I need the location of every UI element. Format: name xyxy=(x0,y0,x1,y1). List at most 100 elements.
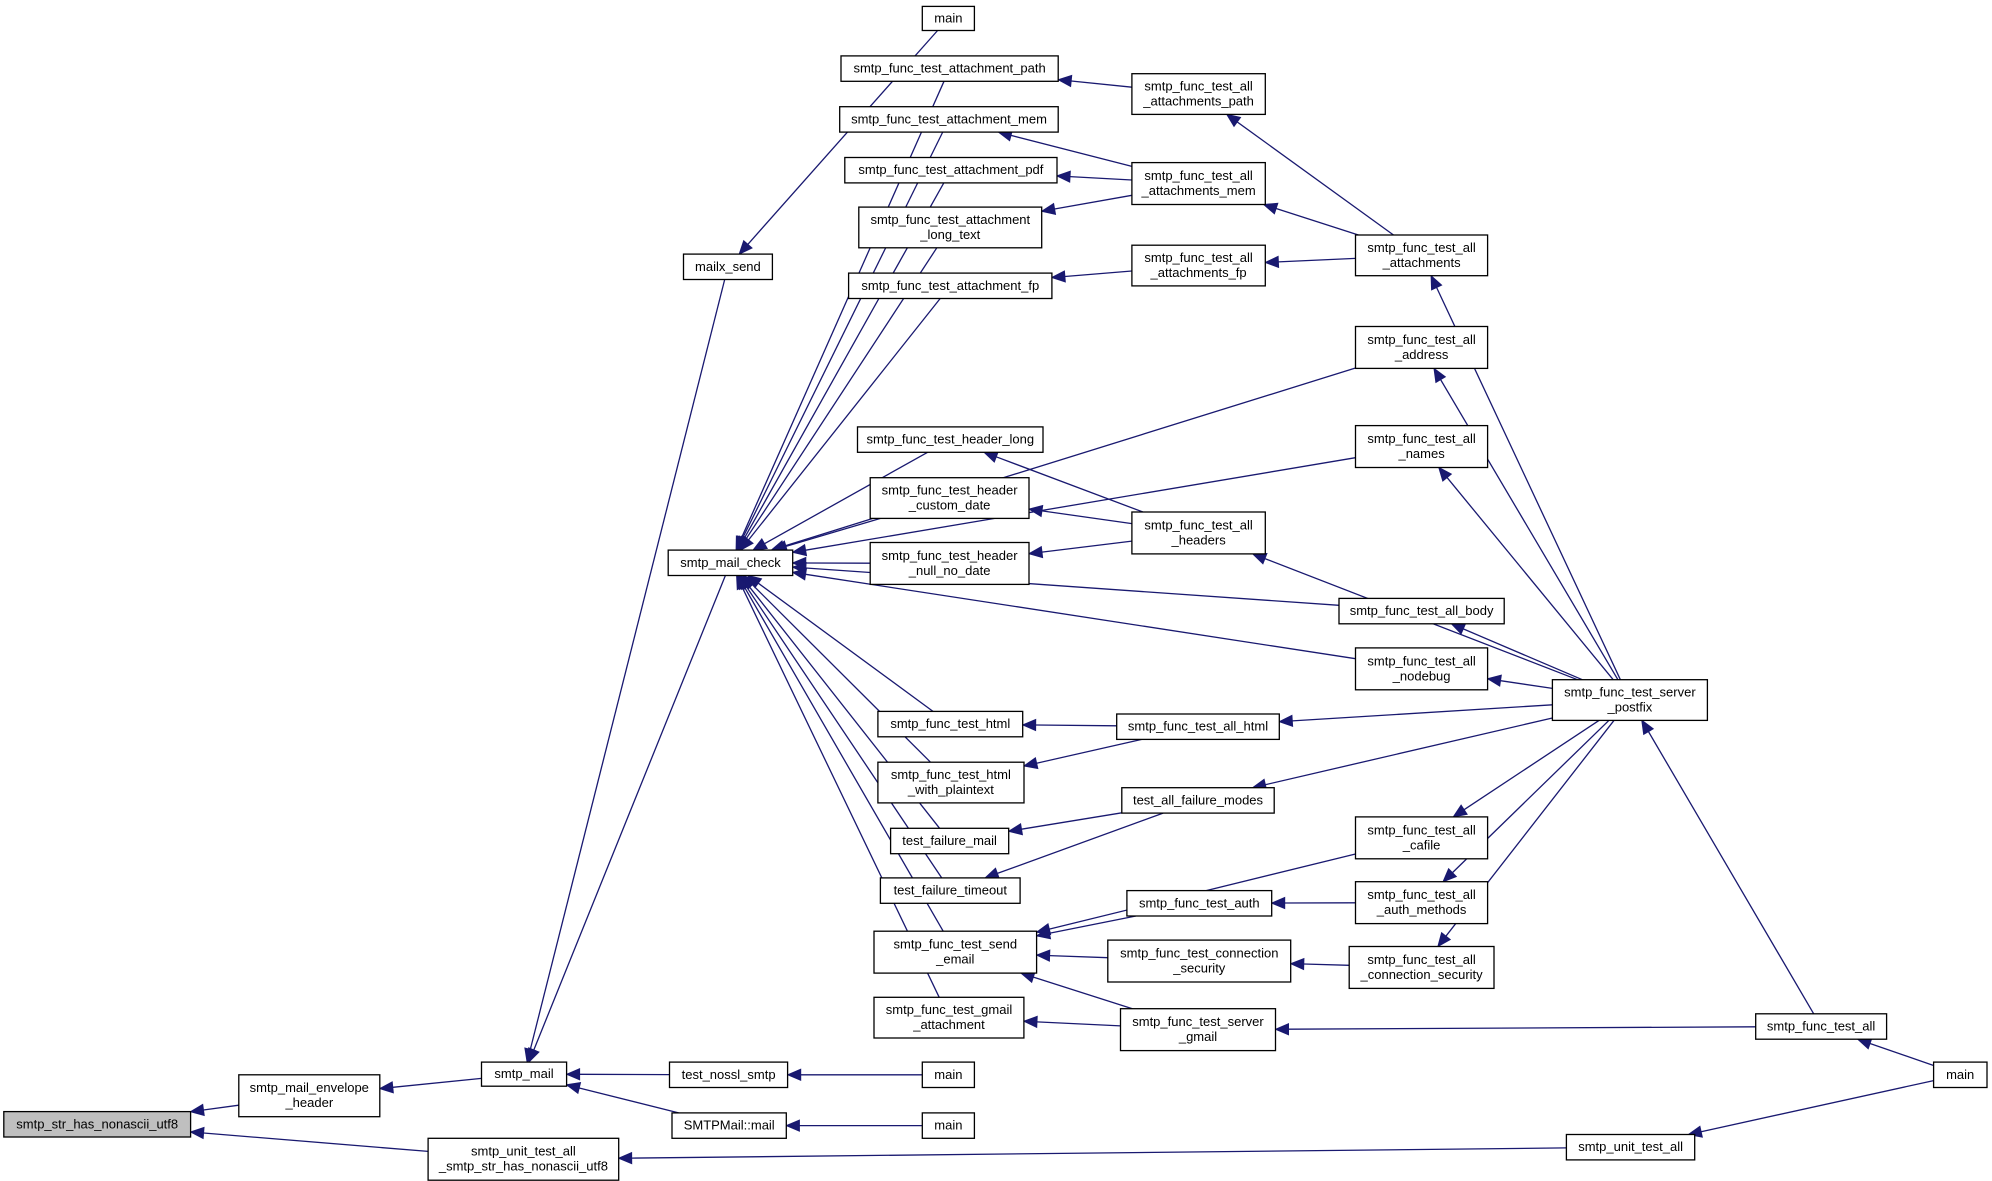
graph-node-all-body[interactable]: smtp_func_test_all_body xyxy=(1338,597,1505,625)
node-box[interactable] xyxy=(1354,325,1489,370)
graph-node-all-cafile[interactable]: smtp_func_test_all_cafile xyxy=(1354,816,1489,860)
graph-node-all-nodebug[interactable]: smtp_func_test_all_nodebug xyxy=(1354,647,1489,691)
graph-node-auth[interactable]: smtp_func_test_auth xyxy=(1126,889,1273,917)
graph-node-hdr-long[interactable]: smtp_func_test_header_long xyxy=(856,426,1044,453)
node-box[interactable] xyxy=(839,106,1059,133)
graph-node-func-all[interactable]: smtp_func_test_all xyxy=(1755,1013,1888,1040)
node-box[interactable] xyxy=(877,710,1024,738)
graph-node-all-attachments[interactable]: smtp_func_test_all_attachments xyxy=(1354,234,1489,277)
graph-node-all-conn-sec[interactable]: smtp_func_test_all_connection_security xyxy=(1348,945,1495,990)
node-box[interactable] xyxy=(1116,713,1280,741)
node-box[interactable] xyxy=(869,541,1030,586)
graph-node-main-final[interactable]: main xyxy=(1932,1061,1988,1089)
node-box[interactable] xyxy=(1131,244,1266,287)
node-box[interactable] xyxy=(1338,597,1505,625)
node-label: _header xyxy=(284,1095,333,1110)
arrowhead-n_hdr_long-to-n_check xyxy=(751,537,769,551)
graph-node-html-plain[interactable]: smtp_func_test_html_with_plaintext xyxy=(877,761,1025,804)
node-box[interactable] xyxy=(1131,511,1266,555)
node-box[interactable] xyxy=(840,55,1059,82)
node-box[interactable] xyxy=(1354,424,1489,469)
graph-node-main-smtpmail[interactable]: main xyxy=(921,1112,976,1139)
graph-node-all-address[interactable]: smtp_func_test_all_address xyxy=(1354,325,1489,370)
graph-node-all-failure[interactable]: test_all_failure_modes xyxy=(1121,787,1275,814)
node-box[interactable] xyxy=(921,1112,976,1139)
graph-node-all-names[interactable]: smtp_func_test_all_names xyxy=(1354,424,1489,469)
node-box[interactable] xyxy=(480,1061,568,1087)
graph-node-att-pdf[interactable]: smtp_func_test_attachment_pdf xyxy=(844,156,1058,184)
graph-node-all-auth-methods[interactable]: smtp_func_test_all_auth_methods xyxy=(1354,881,1489,925)
graph-node-unit-all[interactable]: smtp_unit_test_all xyxy=(1565,1133,1696,1161)
node-box[interactable] xyxy=(1354,234,1489,277)
node-box[interactable] xyxy=(1348,945,1495,990)
node-label: smtp_str_has_nonascii_utf8 xyxy=(16,1116,178,1131)
node-box[interactable] xyxy=(671,1112,787,1139)
node-box[interactable] xyxy=(844,156,1058,184)
graph-node-fail-mail[interactable]: test_failure_mail xyxy=(889,827,1010,855)
graph-node-root[interactable]: smtp_str_has_nonascii_utf8 xyxy=(3,1110,192,1138)
graph-node-all-att-mem[interactable]: smtp_func_test_all_attachments_mem xyxy=(1131,161,1266,206)
graph-node-nossl[interactable]: test_nossl_smtp xyxy=(668,1061,789,1089)
graph-node-all-att-fp[interactable]: smtp_func_test_all_attachments_fp xyxy=(1131,244,1266,287)
node-box[interactable] xyxy=(921,1061,976,1089)
node-box[interactable] xyxy=(1932,1061,1988,1089)
graph-node-fail-timeout[interactable]: test_failure_timeout xyxy=(879,877,1021,904)
node-box[interactable] xyxy=(1126,889,1273,917)
graph-node-mailx-send[interactable]: mailx_send xyxy=(682,253,774,281)
graph-node-att-long[interactable]: smtp_func_test_attachment_long_text xyxy=(858,206,1043,249)
node-box[interactable] xyxy=(1119,1008,1277,1052)
graph-node-main-top[interactable]: main xyxy=(921,5,976,32)
call-edge-n_all_att_mem-to-n_att_mem xyxy=(1010,134,1133,168)
graph-node-check[interactable]: smtp_mail_check xyxy=(667,549,794,577)
graph-node-env[interactable]: smtp_mail_envelope_header xyxy=(238,1074,381,1118)
call-edge-n_html-to-n_check xyxy=(757,582,934,712)
graph-node-smtpmail[interactable]: SMTPMail::mail xyxy=(671,1112,787,1139)
node-box[interactable] xyxy=(889,827,1010,855)
graph-node-gmail-att[interactable]: smtp_func_test_gmail_attachment xyxy=(873,996,1025,1039)
node-box[interactable] xyxy=(921,5,976,32)
node-box[interactable] xyxy=(427,1137,620,1181)
node-box[interactable] xyxy=(877,761,1025,804)
graph-node-all-att-path[interactable]: smtp_func_test_all_attachments_path xyxy=(1131,73,1266,116)
node-box[interactable] xyxy=(847,272,1053,300)
graph-node-smtp-mail[interactable]: smtp_mail xyxy=(480,1061,568,1087)
node-label: test_failure_mail xyxy=(902,833,997,848)
graph-node-att-fp[interactable]: smtp_func_test_attachment_fp xyxy=(847,272,1053,300)
graph-node-conn-sec[interactable]: smtp_func_test_connection_security xyxy=(1107,939,1292,983)
node-box[interactable] xyxy=(1755,1013,1888,1040)
node-label: _attachments_fp xyxy=(1150,265,1247,280)
node-box[interactable] xyxy=(879,877,1021,904)
node-box[interactable] xyxy=(238,1074,381,1118)
node-box[interactable] xyxy=(873,930,1038,974)
node-box[interactable] xyxy=(1551,679,1709,722)
graph-node-hdr-null[interactable]: smtp_func_test_header_null_no_date xyxy=(869,541,1030,586)
graph-node-html[interactable]: smtp_func_test_html xyxy=(877,710,1024,738)
node-box[interactable] xyxy=(873,996,1025,1039)
node-box[interactable] xyxy=(1354,647,1489,691)
graph-node-att-mem[interactable]: smtp_func_test_attachment_mem xyxy=(839,106,1059,133)
graph-node-all-headers[interactable]: smtp_func_test_all_headers xyxy=(1131,511,1266,555)
node-box[interactable] xyxy=(682,253,774,281)
graph-node-hdr-custom[interactable]: smtp_func_test_header_custom_date xyxy=(869,477,1030,520)
node-box[interactable] xyxy=(856,426,1044,453)
node-box[interactable] xyxy=(667,549,794,577)
graph-node-send-email[interactable]: smtp_func_test_send_email xyxy=(873,930,1038,974)
node-box[interactable] xyxy=(858,206,1043,249)
node-box[interactable] xyxy=(1121,787,1275,814)
node-box[interactable] xyxy=(1354,881,1489,925)
node-box[interactable] xyxy=(1131,73,1266,116)
graph-node-main-nossl[interactable]: main xyxy=(921,1061,976,1089)
node-box[interactable] xyxy=(1131,161,1266,206)
graph-node-unit-nonascii[interactable]: smtp_unit_test_all_smtp_str_has_nonascii… xyxy=(427,1137,620,1181)
node-box[interactable] xyxy=(1107,939,1292,983)
graph-node-att-path[interactable]: smtp_func_test_attachment_path xyxy=(840,55,1059,82)
graph-node-all-html[interactable]: smtp_func_test_all_html xyxy=(1116,713,1280,741)
node-box[interactable] xyxy=(869,477,1030,520)
graph-node-server-gmail[interactable]: smtp_func_test_server_gmail xyxy=(1119,1008,1277,1052)
node-box[interactable] xyxy=(1354,816,1489,860)
node-box[interactable] xyxy=(3,1110,192,1138)
node-box[interactable] xyxy=(1565,1133,1696,1161)
node-box[interactable] xyxy=(668,1061,789,1089)
graph-node-server-postfix[interactable]: smtp_func_test_server_postfix xyxy=(1551,679,1709,722)
